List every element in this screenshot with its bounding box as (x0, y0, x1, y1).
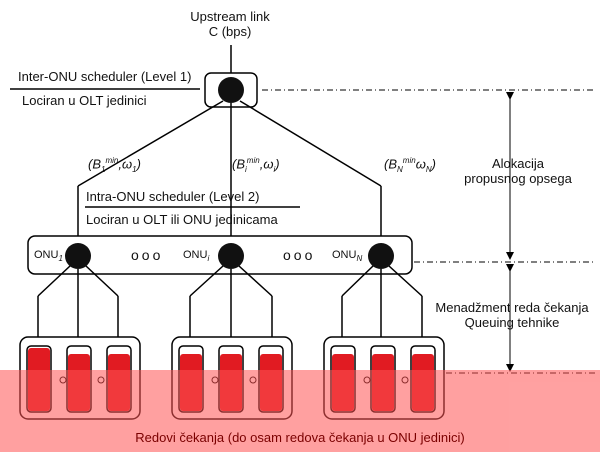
weight-onu-1: (B1min,ω1) (88, 156, 141, 174)
inter-onu-scheduler-node (218, 77, 244, 103)
queues-group-n (330, 345, 436, 413)
link-onu-n (239, 100, 382, 187)
queue-mgmt-label: Menadžment reda čekanja Queuing tehnike (428, 300, 596, 330)
weight-onu-i: (Bimin,ωi) (232, 156, 280, 174)
inter-onu-title: Inter-ONU scheduler (Level 1) (18, 69, 192, 84)
intra-onu-title: Intra-ONU scheduler (Level 2) (86, 189, 260, 204)
inter-onu-location: Lociran u OLT jedinici (22, 93, 147, 108)
queues-caption: Redovi čekanja (do osam redova čekanja u… (135, 430, 465, 445)
intra-onu-location: Lociran u OLT ili ONU jedinicama (86, 212, 278, 227)
onu-n-node (368, 243, 394, 269)
allocation-line-1: Alokacija (491, 156, 545, 171)
onu-n-label: ONUN (332, 249, 363, 264)
upstream-title: Upstream link (190, 9, 270, 24)
onu-i-label: ONUi (183, 249, 210, 264)
onu-1-node (65, 243, 91, 269)
queues-group-1 (26, 345, 132, 413)
onu-1-label: ONU1 (34, 249, 63, 264)
link-onu-1 (77, 100, 224, 187)
weight-onu-n: (BNminωN) (384, 156, 436, 174)
allocation-label: Alokacija propusnog opsega (448, 156, 588, 186)
queue-mgmt-line-2: Queuing tehnike (464, 315, 560, 330)
onu-i-node (218, 243, 244, 269)
upstream-link-label: Upstream link C (bps) (180, 9, 280, 39)
upstream-capacity: C (bps) (208, 24, 252, 39)
red-overlay-band (0, 370, 600, 452)
guide-lines (262, 89, 595, 374)
queues-group-i (178, 345, 284, 413)
ellipsis-right: ooo (283, 247, 316, 263)
ellipsis-left: ooo (131, 247, 164, 263)
allocation-line-2: propusnog opsega (464, 171, 572, 186)
queue-links (37, 265, 423, 348)
queue-mgmt-line-1: Menadžment reda čekanja (435, 300, 589, 315)
